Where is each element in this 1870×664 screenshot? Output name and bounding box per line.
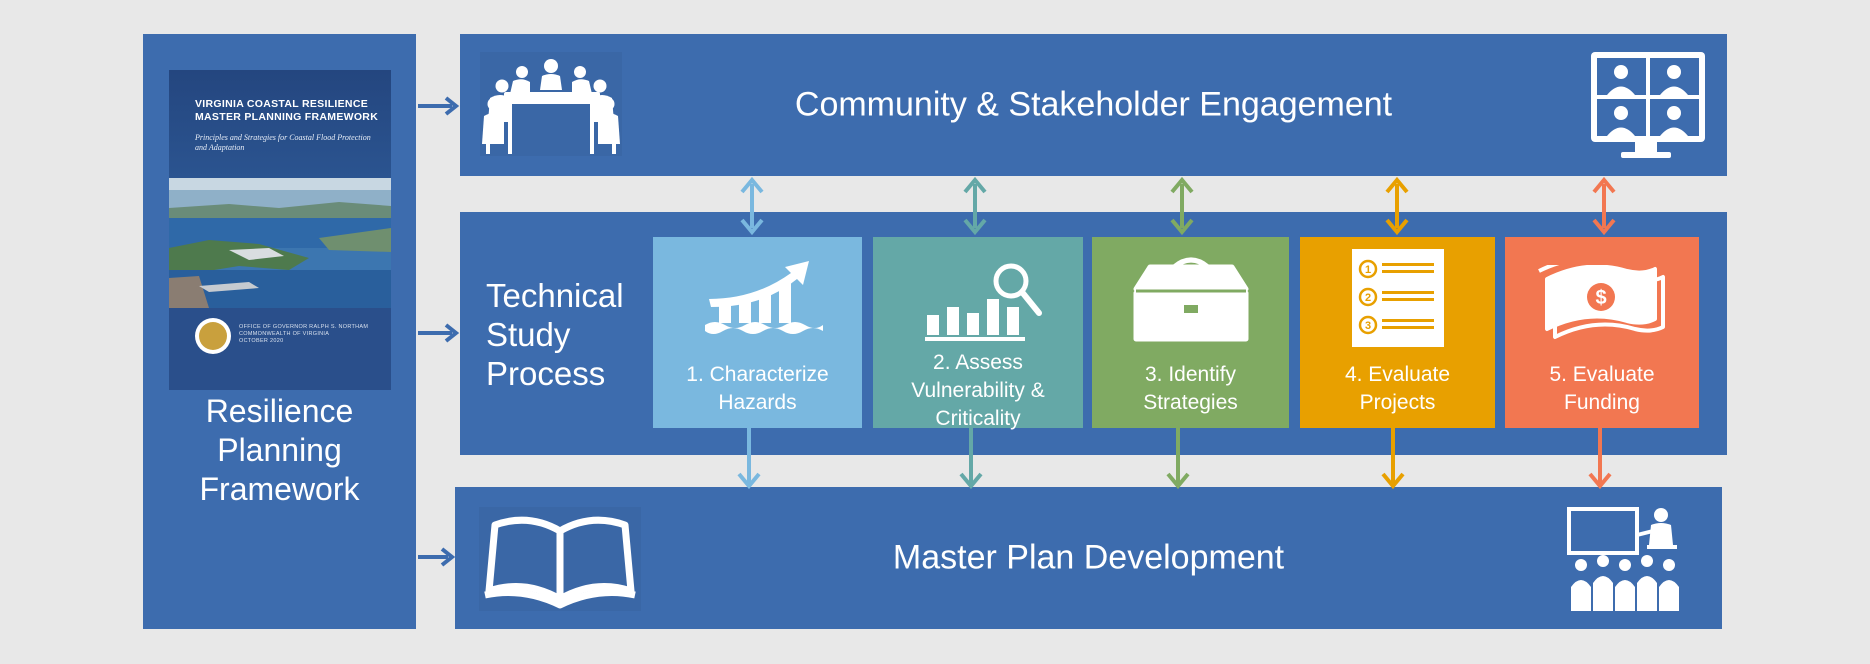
arrow-head bbox=[963, 176, 987, 194]
technical-study-title-line: Technical bbox=[486, 277, 624, 314]
framework-title-line: Resilience bbox=[205, 393, 354, 429]
svg-text:2: 2 bbox=[1365, 292, 1371, 304]
arrow-head bbox=[1588, 472, 1612, 490]
step-label-line: Funding bbox=[1564, 391, 1640, 414]
step-identify-strategies: 3. Identify Strategies bbox=[1092, 237, 1289, 428]
technical-study-title-line: Process bbox=[486, 355, 606, 392]
cover-title: VIRGINIA COASTAL RESILIENCE MASTER PLANN… bbox=[195, 98, 385, 124]
arrow-head bbox=[1170, 176, 1194, 194]
video-conference-icon bbox=[1591, 52, 1705, 158]
arrow-head bbox=[737, 472, 761, 490]
resilience-framework-panel: VIRGINIA COASTAL RESILIENCE MASTER PLANN… bbox=[143, 34, 416, 629]
step-label-line: Criticality bbox=[935, 407, 1021, 430]
open-book-icon bbox=[479, 507, 641, 611]
money-icon: $ bbox=[1538, 265, 1665, 339]
numbered-list-icon: 1 2 3 bbox=[1352, 249, 1444, 347]
cover-footer: OFFICE OF GOVERNOR RALPH S. NORTHAM COMM… bbox=[169, 308, 391, 390]
step-evaluate-projects: 1 2 3 4. Evaluate Projects bbox=[1300, 237, 1495, 428]
report-cover-image: VIRGINIA COASTAL RESILIENCE MASTER PLANN… bbox=[169, 70, 391, 390]
step-label-line: 5. Evaluate bbox=[1549, 363, 1655, 386]
framework-title-line: Planning bbox=[217, 432, 342, 468]
coastal-aerial-photo bbox=[169, 178, 391, 308]
cover-footer-line: COMMONWEALTH OF VIRGINIA bbox=[239, 331, 330, 337]
hazard-chart-icon bbox=[705, 261, 823, 334]
svg-text:1: 1 bbox=[1365, 264, 1371, 276]
toolbox-icon bbox=[1133, 257, 1249, 342]
arrow-head bbox=[959, 472, 983, 490]
arrow-head bbox=[444, 323, 460, 343]
cover-footer-text: OFFICE OF GOVERNOR RALPH S. NORTHAM COMM… bbox=[239, 324, 379, 345]
step-label-line: Projects bbox=[1359, 391, 1436, 414]
technical-study-panel: Technical Study Process 1. Characterize … bbox=[460, 212, 1727, 455]
step-evaluate-funding: $ 5. Evaluate Funding bbox=[1505, 237, 1699, 428]
presentation-audience-icon bbox=[1567, 507, 1679, 611]
step-label-line: Hazards bbox=[718, 391, 797, 414]
step-label-line: 4. Evaluate bbox=[1344, 363, 1451, 386]
step-label-line: 3. Identify bbox=[1144, 363, 1237, 386]
step-label-line: Strategies bbox=[1143, 391, 1238, 414]
meeting-table-icon bbox=[480, 52, 622, 156]
arrow-head bbox=[440, 547, 456, 567]
step-label-line: Vulnerability & bbox=[911, 379, 1045, 402]
cover-subtitle: Principles and Strategies for Coastal Fl… bbox=[195, 133, 371, 152]
master-plan-panel: Master Plan Development bbox=[455, 487, 1722, 629]
arrow-head bbox=[1381, 472, 1405, 490]
cover-title-line: MASTER PLANNING FRAMEWORK bbox=[195, 111, 379, 123]
arrow-head bbox=[1166, 472, 1190, 490]
community-engagement-title: Community & Stakeholder Engagement bbox=[794, 85, 1393, 124]
cover-footer-line: OFFICE OF GOVERNOR RALPH S. NORTHAM bbox=[239, 324, 369, 330]
step-characterize-hazards: 1. Characterize Hazards bbox=[653, 237, 862, 428]
technical-study-title-line: Study bbox=[486, 316, 571, 353]
virginia-seal-icon bbox=[195, 318, 231, 354]
step-label-line: 1. Characterize bbox=[686, 363, 829, 386]
magnifier-chart-icon bbox=[925, 263, 1042, 341]
arrow-head bbox=[740, 176, 764, 194]
arrow-head bbox=[1592, 176, 1616, 194]
svg-text:$: $ bbox=[1595, 287, 1606, 309]
master-plan-title: Master Plan Development bbox=[892, 538, 1285, 577]
cover-footer-line: OCTOBER 2020 bbox=[239, 338, 284, 344]
cover-header: VIRGINIA COASTAL RESILIENCE MASTER PLANN… bbox=[169, 70, 391, 178]
framework-title: Resilience Planning Framework bbox=[143, 392, 416, 509]
arrow-head bbox=[444, 96, 460, 116]
framework-title-line: Framework bbox=[199, 471, 360, 507]
technical-study-title: Technical Study Process bbox=[486, 276, 624, 393]
step-assess-vulnerability: 2. Assess Vulnerability & Criticality bbox=[873, 237, 1083, 430]
svg-text:3: 3 bbox=[1365, 320, 1371, 332]
community-engagement-panel: Community & Stakeholder Engagement bbox=[460, 34, 1727, 176]
arrow-head bbox=[1385, 176, 1409, 194]
cover-title-line: VIRGINIA COASTAL RESILIENCE bbox=[195, 98, 369, 110]
step-label-line: 2. Assess bbox=[933, 351, 1023, 374]
